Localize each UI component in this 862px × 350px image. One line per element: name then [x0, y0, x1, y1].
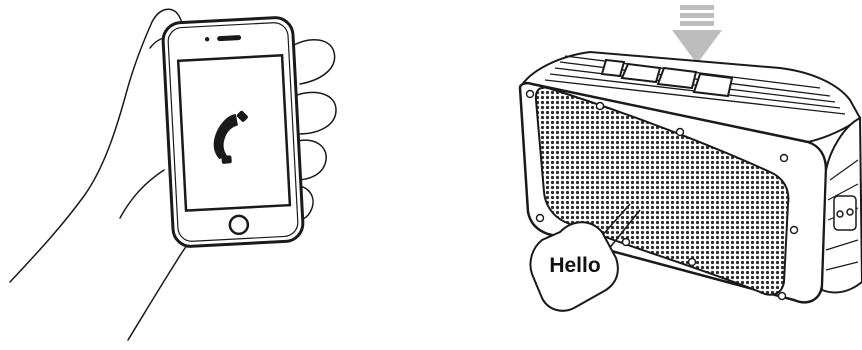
thumb-crease [120, 170, 164, 218]
speech-bubble-text: Hello [549, 254, 600, 277]
control-button-4 [602, 60, 624, 76]
down-arrow-icon [672, 5, 722, 64]
control-button-1 [622, 64, 660, 82]
finger-1 [292, 40, 335, 84]
side-ports [834, 196, 856, 230]
phone-screen [178, 55, 290, 210]
home-button [229, 215, 248, 234]
wrist-lower-outline [128, 242, 190, 340]
smartphone [162, 17, 304, 247]
control-button-3 [694, 74, 732, 96]
control-button-2 [658, 68, 696, 88]
palm-outline [10, 9, 183, 282]
finger-2 [294, 92, 336, 134]
